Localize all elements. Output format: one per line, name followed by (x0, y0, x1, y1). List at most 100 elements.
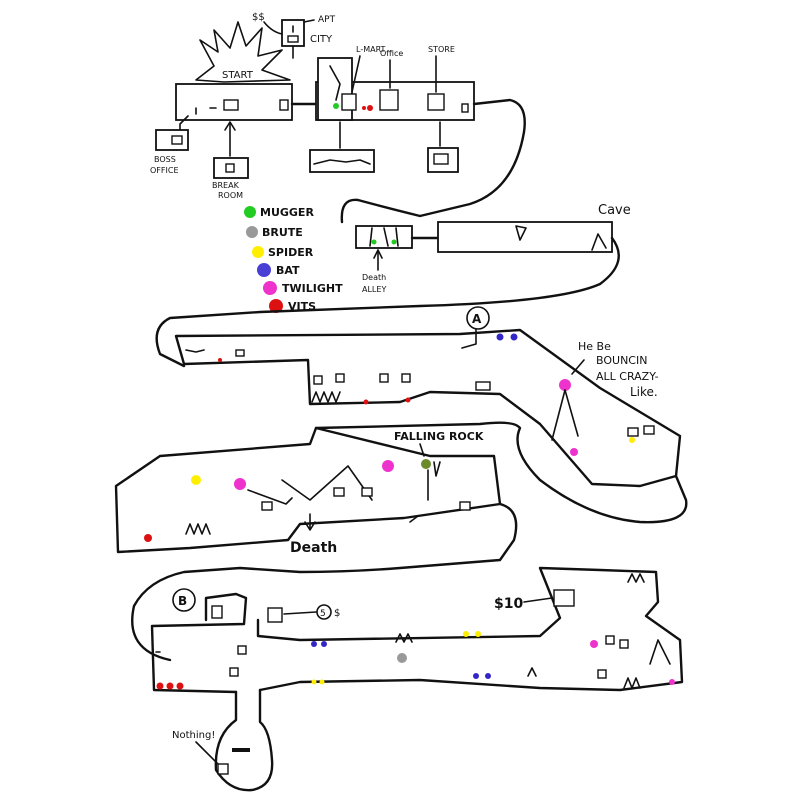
crate-r-4 (459, 501, 471, 511)
legend-swatch-vits (269, 299, 283, 313)
cave-label: Cave (598, 203, 631, 218)
bounce-note-4: Like. (630, 385, 658, 399)
bat-b-4 (485, 673, 491, 679)
twilight-bouncing (559, 379, 571, 391)
spider-b-2 (475, 631, 481, 637)
b-spikes-top (627, 573, 645, 583)
falling-rock-pointer (419, 443, 425, 457)
legend-swatch-mugger (244, 206, 256, 218)
legend-swatch-brute (246, 226, 258, 238)
price-5-label: $ (334, 608, 340, 619)
vits-a-2 (363, 399, 369, 405)
legend-label-bat: BAT (276, 264, 300, 277)
explosion-sketch (195, 21, 291, 83)
crate-a-7 (643, 425, 655, 435)
room-a-props (185, 349, 205, 353)
shop-5-coin (316, 604, 332, 620)
crate-a-1 (235, 349, 245, 357)
bat-b-3 (473, 673, 479, 679)
marker-a: A (472, 312, 482, 326)
nothing-pointer (195, 741, 219, 765)
b-spikes-bottom (623, 677, 641, 689)
rock-slope-1 (247, 489, 293, 505)
pit-ledge (232, 748, 250, 752)
twilight-b (590, 640, 598, 648)
level-ab-connector (314, 421, 688, 524)
vits-b-2 (166, 682, 174, 690)
crate-a-2 (313, 375, 323, 385)
legend-swatch-twilight (263, 281, 277, 295)
spider-b-3 (311, 679, 317, 685)
price-10-label: $10 (494, 596, 523, 612)
cave-rock (591, 233, 607, 251)
bat-a-1 (496, 333, 504, 341)
spikes-a (311, 391, 341, 403)
store-building (427, 93, 445, 111)
legend-label-spider: SPIDER (268, 246, 314, 259)
street-props (313, 159, 371, 165)
price-10-pointer (523, 597, 553, 603)
crate-a-4 (379, 373, 389, 383)
falling-rock-tree (433, 461, 441, 477)
vits-b-3 (176, 682, 184, 690)
break-room-label-2: ROOM (218, 191, 243, 200)
shop-10-box (553, 589, 575, 607)
crate-b-2 (619, 639, 629, 649)
level-b-upper (150, 592, 248, 694)
death-alley-label-1: Death (362, 273, 386, 282)
spider-a (629, 437, 635, 443)
marker-five: 5 (320, 609, 326, 619)
marker-a-circle (466, 306, 490, 330)
break-table (225, 163, 235, 173)
bounce-note-2: BOUNCIN (596, 354, 647, 367)
mart-pointer (351, 55, 361, 93)
death-label: Death (290, 540, 337, 556)
office-building (379, 89, 399, 111)
mugger-alley-1 (371, 239, 377, 245)
vits-r-1 (144, 534, 152, 542)
bounce-pointer (571, 359, 585, 375)
boss-office-label-2: OFFICE (150, 166, 179, 175)
legend-swatch-bat (257, 263, 271, 277)
marker-a-stand (461, 329, 477, 349)
store-label: STORE (428, 45, 455, 54)
twilight-rock-2 (382, 460, 394, 472)
apt-label: APT (318, 15, 336, 25)
legend-label-mugger: MUGGER (260, 206, 314, 219)
marker-b: B (178, 594, 187, 608)
death-alley-bars (369, 227, 399, 247)
legend-label-brute: BRUTE (262, 226, 303, 239)
mugger-city (333, 103, 339, 109)
cave-loop-path (155, 236, 620, 368)
mart-building (341, 93, 357, 111)
start-desk (223, 99, 239, 111)
crate-b-4 (237, 645, 247, 655)
boss-office-label-1: BOSS (154, 155, 176, 164)
crate-a-3 (335, 373, 345, 383)
price-5-pointer (283, 611, 317, 615)
city-door (461, 103, 469, 113)
bottom-pit (214, 688, 274, 792)
vits-city-1 (367, 105, 373, 111)
legend-swatch-spider (252, 246, 264, 258)
boss-desk (171, 135, 183, 145)
rock-debris (409, 515, 419, 523)
vits-b-1 (156, 682, 164, 690)
cave-stalactite (515, 225, 527, 241)
money-badge: $$ (252, 12, 265, 23)
b-ramp (649, 639, 671, 665)
bat-a-2 (510, 333, 518, 341)
twilight-landing (570, 448, 578, 456)
crate-b-5 (229, 667, 239, 677)
crate-b-3 (597, 669, 607, 679)
bounce-trajectory (551, 389, 579, 441)
vits-a-1 (218, 358, 222, 362)
enemy-legend: MUGGER BRUTE SPIDER BAT TWILIGHT VITS (244, 206, 343, 313)
twilight-rock-1 (234, 478, 246, 490)
crate-r-3 (361, 487, 373, 497)
brute-b (397, 653, 407, 663)
office-label: Office (380, 49, 403, 58)
break-room-label-1: BREAK (212, 181, 240, 190)
crate-a-5 (401, 373, 411, 383)
spider-b-1 (463, 631, 469, 637)
